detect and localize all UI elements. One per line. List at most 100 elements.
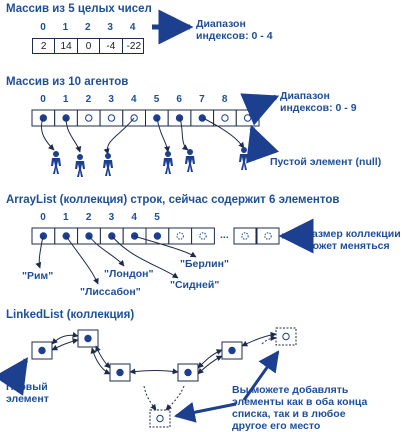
empty-element-arrow xyxy=(246,124,280,164)
agent-figure-icon xyxy=(75,154,85,177)
int-cell-1: 14 xyxy=(55,39,78,53)
agent-reference-dot xyxy=(39,114,48,122)
linkedlist-node-dot xyxy=(116,368,124,377)
linkedlist-node-dot xyxy=(282,332,290,341)
add-elements-label: Вы можете добавлять элементы как в оба к… xyxy=(232,384,367,432)
agent-array-range-label: Диапазон индексов: 0 - 9 xyxy=(280,90,357,114)
agent-index-2: 2 xyxy=(85,94,92,105)
agent-pointer-arrow xyxy=(156,117,171,153)
agent-reference-dot xyxy=(153,114,161,122)
linkedlist-link-arrow xyxy=(51,332,79,345)
arraylist-size-label: Размер коллекции может меняться xyxy=(305,228,401,252)
agent-index-6: 6 xyxy=(176,94,182,105)
int-array-range-line1: Диапазон xyxy=(196,18,246,30)
linkedlist-link-arrow xyxy=(197,349,223,369)
arraylist-index-5: 5 xyxy=(154,212,160,223)
arraylist-index-1: 1 xyxy=(63,212,69,223)
add-elements-line1: Вы можете добавлять xyxy=(232,384,349,396)
agent-index-1: 1 xyxy=(62,94,69,105)
arraylist-index-3: 3 xyxy=(108,212,115,223)
int-cell-0: 2 xyxy=(33,39,56,53)
int-cell-3: -4 xyxy=(100,39,123,53)
arraylist-index-4: 4 xyxy=(131,212,137,223)
int-index-4: 4 xyxy=(129,22,136,33)
linkedlist-node-dot xyxy=(228,346,236,355)
linkedlist-link-arrow xyxy=(90,347,111,375)
agent-pointer-arrow xyxy=(40,117,55,151)
int-index-0: 0 xyxy=(40,22,46,33)
agent-array-range-line2: индексов: 0 - 9 xyxy=(280,102,357,114)
int-array-title: Массив из 5 целых чисел xyxy=(6,3,152,15)
linkedlist-link-arrow xyxy=(197,355,223,375)
int-cell-2: 0 xyxy=(78,39,101,53)
agent-array-range-line1: Диапазон xyxy=(280,90,330,102)
agent-pointer-arrow xyxy=(103,117,135,155)
empty-reference-dot xyxy=(85,114,93,122)
agent-figure-icon xyxy=(103,153,113,176)
linkedlist-link-arrow xyxy=(95,345,111,369)
insert-arrow xyxy=(165,385,185,411)
int-index-2: 2 xyxy=(85,22,91,33)
string-pointer-arrow xyxy=(35,235,44,269)
arraylist-empty-slot xyxy=(176,232,184,240)
arraylist-reference-dot xyxy=(153,232,162,240)
insert-arrow xyxy=(261,335,277,345)
first-element-arrow xyxy=(0,357,29,396)
arraylist-empty-slot xyxy=(199,232,207,240)
agent-index-0: 0 xyxy=(40,94,46,105)
add-elements-line4: другое его место xyxy=(232,420,321,432)
string-pointer-arrow xyxy=(133,235,197,258)
insert-arrow xyxy=(143,385,157,411)
linkedlist-link-arrow xyxy=(51,338,79,351)
arraylist-reference-dot xyxy=(39,232,48,240)
agent-figure-icon xyxy=(51,151,61,174)
range-arrow-2 xyxy=(240,93,280,126)
arraylist-index-2: 2 xyxy=(85,212,92,223)
int-index-1: 1 xyxy=(62,22,69,33)
int-array-range-line2: индексов: 0 - 4 xyxy=(196,30,273,42)
empty-reference-dot xyxy=(107,114,116,122)
add-hint-arrow xyxy=(173,401,237,423)
string-pointer-arrow xyxy=(111,235,179,279)
agent-index-3: 3 xyxy=(108,94,114,105)
linkedlist-link-arrow xyxy=(129,368,179,375)
string-rome: "Рим" xyxy=(22,270,54,282)
int-cell-4: -22 xyxy=(126,40,142,52)
linkedlist-node-dot xyxy=(38,346,46,355)
empty-element-label: Пустой элемент (null) xyxy=(270,156,382,168)
linkedlist-node-dot xyxy=(156,414,164,423)
arraylist-index-0: 0 xyxy=(40,212,46,223)
linkedlist xyxy=(31,327,297,428)
first-element-line2: элемент xyxy=(6,393,49,405)
add-elements-line2: элементы как в оба конца xyxy=(232,396,368,408)
linkedlist-link-arrow xyxy=(241,331,277,347)
int-array-range-label: Диапазон индексов: 0 - 4 xyxy=(196,18,273,42)
empty-reference-dot xyxy=(243,114,252,122)
agent-index-4: 4 xyxy=(131,94,137,105)
agent-figure-icon xyxy=(239,147,249,170)
arraylist-title: ArrayList (коллекция) строк, сейчас соде… xyxy=(6,194,340,206)
arraylist-size-line2: может меняться xyxy=(305,240,390,252)
string-sydney: "Сидней" xyxy=(170,279,220,291)
string-london: "Лондон" xyxy=(104,268,154,280)
string-pointer-arrow xyxy=(88,235,125,267)
linkedlist-node-dot xyxy=(184,368,192,377)
linkedlist-node-dot xyxy=(84,334,92,343)
agent-pointer-arrow xyxy=(65,117,82,153)
string-pointer-arrow xyxy=(65,235,99,285)
linkedlist-title: LinkedList (коллекция) xyxy=(6,309,135,321)
agent-index-7: 7 xyxy=(199,94,205,105)
arraylist-empty-slot xyxy=(264,232,272,240)
int-index-3: 3 xyxy=(107,22,113,33)
arraylist-empty-slot xyxy=(241,232,249,240)
string-lisbon: "Лиссабон" xyxy=(80,286,141,298)
agent-figure-icon xyxy=(163,151,173,174)
agent-pointer-arrow xyxy=(179,117,189,151)
arraylist-ellipsis: ... xyxy=(220,229,229,241)
string-berlin: "Берлин" xyxy=(180,258,229,270)
agent-index-8: 8 xyxy=(221,94,228,105)
empty-reference-dot xyxy=(221,114,229,122)
agent-array-title: Массив из 10 агентов xyxy=(6,76,129,88)
